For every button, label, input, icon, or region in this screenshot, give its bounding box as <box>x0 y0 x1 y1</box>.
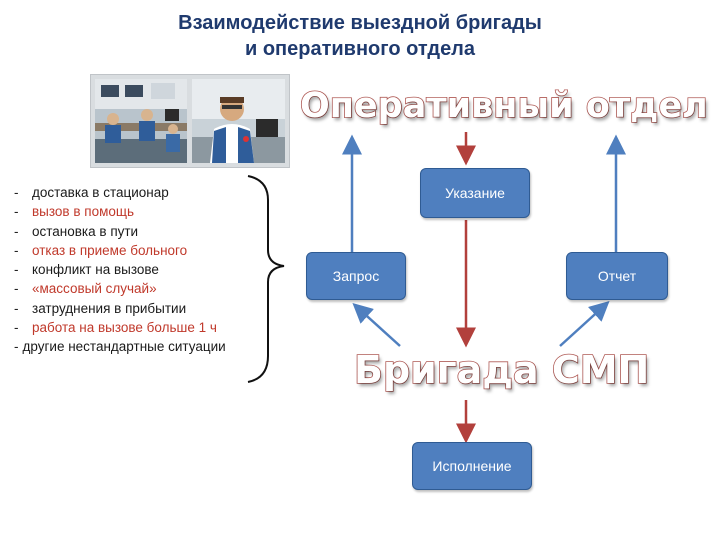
situation-item: -работа на вызове больше 1 ч <box>14 320 217 336</box>
situation-item: -конфликт на вызове <box>14 262 159 278</box>
situation-item: -отказ в приеме больного <box>14 242 188 258</box>
page-title: Взаимодействие выездной бригады и операт… <box>0 10 720 62</box>
report-box: Отчет <box>566 252 668 300</box>
situation-item: -остановка в пути <box>14 223 139 239</box>
instruction-box: Указание <box>420 168 530 218</box>
operator-photo <box>192 79 285 163</box>
situation-item: -вызов в помощь <box>14 204 135 220</box>
situations-brace <box>247 175 285 383</box>
situations-list: -доставка в стационар -вызов в помощь -о… <box>14 183 264 357</box>
request-box: Запрос <box>306 252 406 300</box>
ambulance-crew-label: Бригада СМП <box>353 347 650 393</box>
situation-item: -другие нестандартные ситуации <box>14 339 226 355</box>
title-line-1: Взаимодействие выездной бригады <box>178 12 542 34</box>
situation-item: -доставка в стационар <box>14 185 169 200</box>
operations-department-label: Оперативный отдел <box>299 85 708 127</box>
situation-item: -«массовый случай» <box>14 281 157 297</box>
arrow-crew-to-report <box>559 300 610 347</box>
execution-box: Исполнение <box>412 442 532 490</box>
dispatch-room-photo <box>95 79 187 163</box>
dispatch-photos <box>90 74 290 168</box>
situation-item: -затруднения в прибытии <box>14 300 187 316</box>
title-line-2: и оперативного отдела <box>244 38 476 60</box>
arrow-crew-to-request <box>352 302 401 347</box>
